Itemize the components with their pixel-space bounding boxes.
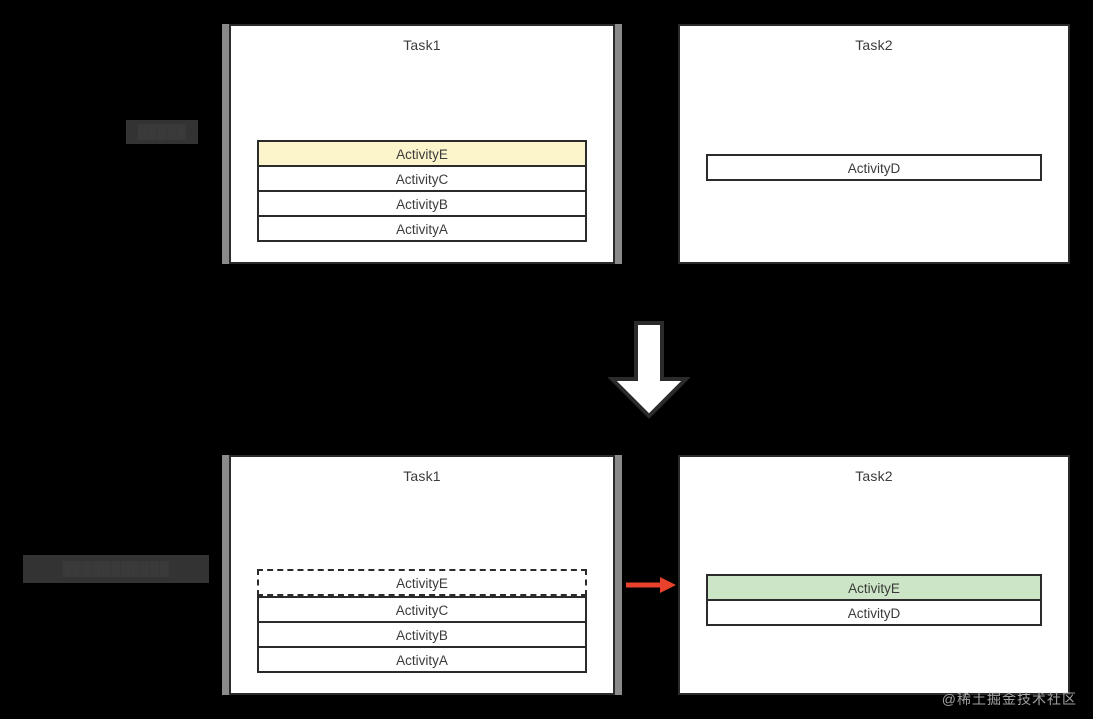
activity-item[interactable]: ActivityD [706, 599, 1042, 626]
activity-item[interactable]: ActivityE [706, 574, 1042, 601]
activity-item[interactable]: ActivityB [257, 190, 587, 217]
panel-title-task1: Task1 [403, 37, 441, 53]
panel-body: Task2 ActivityE ActivityD [678, 455, 1070, 695]
activity-item[interactable]: ActivityC [257, 596, 587, 623]
panel-title-task2: Task2 [855, 37, 893, 53]
activity-item[interactable]: ActivityE [257, 140, 587, 167]
panel-edge-bar-right [615, 24, 622, 264]
state-label-after: ███████████ [23, 555, 209, 583]
panel-edge-bar-right [615, 455, 622, 695]
activity-stack-task2-after: ActivityE ActivityD [706, 574, 1042, 626]
arrow-right-icon [626, 576, 676, 594]
panel-body: Task2 ActivityD [678, 24, 1070, 264]
activity-item[interactable]: ActivityC [257, 165, 587, 192]
panel-title-task2: Task2 [855, 468, 893, 484]
panel-body: Task1 ActivityE ActivityC ActivityB Acti… [229, 455, 615, 695]
panel-title-task1: Task1 [403, 468, 441, 484]
panel-task2-before: Task2 ActivityD [678, 24, 1070, 264]
activity-stack-task1-before: ActivityE ActivityC ActivityB ActivityA [257, 140, 587, 242]
state-label-before: █████ [126, 120, 198, 144]
activity-item[interactable]: ActivityA [257, 646, 587, 673]
activity-item[interactable]: ActivityB [257, 621, 587, 648]
activity-stack-task2-before: ActivityD [706, 154, 1042, 181]
panel-task1-before: Task1 ActivityE ActivityC ActivityB Acti… [222, 24, 622, 264]
panel-edge-bar-left [222, 24, 229, 264]
activity-item-detached[interactable]: ActivityE [257, 569, 587, 596]
arrow-down-icon [608, 321, 690, 419]
panel-body: Task1 ActivityE ActivityC ActivityB Acti… [229, 24, 615, 264]
panel-task2-after: Task2 ActivityE ActivityD [678, 455, 1070, 695]
activity-item[interactable]: ActivityD [706, 154, 1042, 181]
activity-stack-task1-after: ActivityE ActivityC ActivityB ActivityA [257, 569, 587, 673]
panel-edge-bar-left [222, 455, 229, 695]
activity-item[interactable]: ActivityA [257, 215, 587, 242]
panel-task1-after: Task1 ActivityE ActivityC ActivityB Acti… [222, 455, 622, 695]
watermark: @稀土掘金技术社区 [941, 691, 1077, 707]
